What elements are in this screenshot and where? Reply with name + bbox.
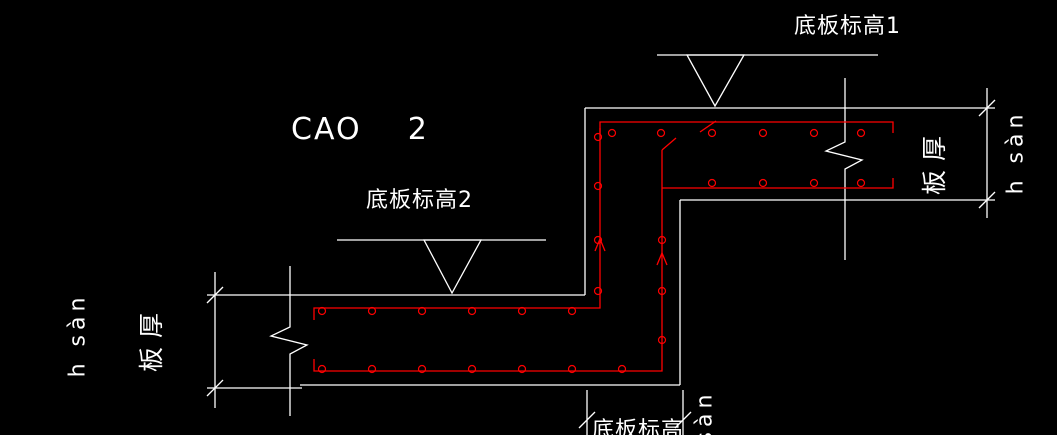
dimension-tick xyxy=(206,379,224,397)
dimension-tick xyxy=(978,191,996,209)
rebar-step-right-and-lower-bottom-bar xyxy=(313,150,663,372)
elevation-marker-1-icon xyxy=(657,54,878,108)
rebar-arrow-icon xyxy=(594,237,606,252)
rebar-arrow-icon xyxy=(656,251,668,266)
break-symbols xyxy=(269,78,864,416)
slab-outline xyxy=(290,107,995,386)
rebar-upper-top-bar xyxy=(599,121,894,134)
elevation-marker-2-icon xyxy=(337,239,546,295)
dimension-tick xyxy=(206,286,224,304)
left-thickness-label: 板厚 xyxy=(137,303,166,373)
bottom-plate-label: 底板标高 xyxy=(592,418,685,435)
dimension-bottom xyxy=(578,390,692,435)
break-symbol-left-icon xyxy=(269,266,309,416)
drawing-title: CAO 2 xyxy=(291,112,429,147)
dimension-tick xyxy=(578,411,596,429)
rebar-section-dots xyxy=(317,128,866,374)
dimension-tick xyxy=(978,99,996,117)
bottom-slab-height-label: h sàn xyxy=(692,389,718,435)
dimension-left xyxy=(206,272,302,408)
elevation-2-triangle-icon xyxy=(422,239,483,295)
dimension-right xyxy=(978,88,996,218)
rebar-upper-bottom-bar xyxy=(662,178,894,189)
dimension-tick xyxy=(674,411,692,429)
elevation-1-label: 底板标高1 xyxy=(794,14,901,39)
rebar-hook xyxy=(699,120,717,133)
elevation-1-triangle-icon xyxy=(685,54,746,108)
right-thickness-label: 板厚 xyxy=(920,126,949,196)
rebar-lines xyxy=(313,120,894,372)
rebar-step-left-and-lower-top-bar xyxy=(313,128,601,320)
left-slab-height-label: h sàn xyxy=(65,292,91,378)
rebar-hook xyxy=(661,137,677,151)
right-slab-height-label: h sàn xyxy=(1003,109,1029,195)
elevation-2-label: 底板标高2 xyxy=(366,188,473,213)
break-symbol-right-icon xyxy=(824,78,864,260)
